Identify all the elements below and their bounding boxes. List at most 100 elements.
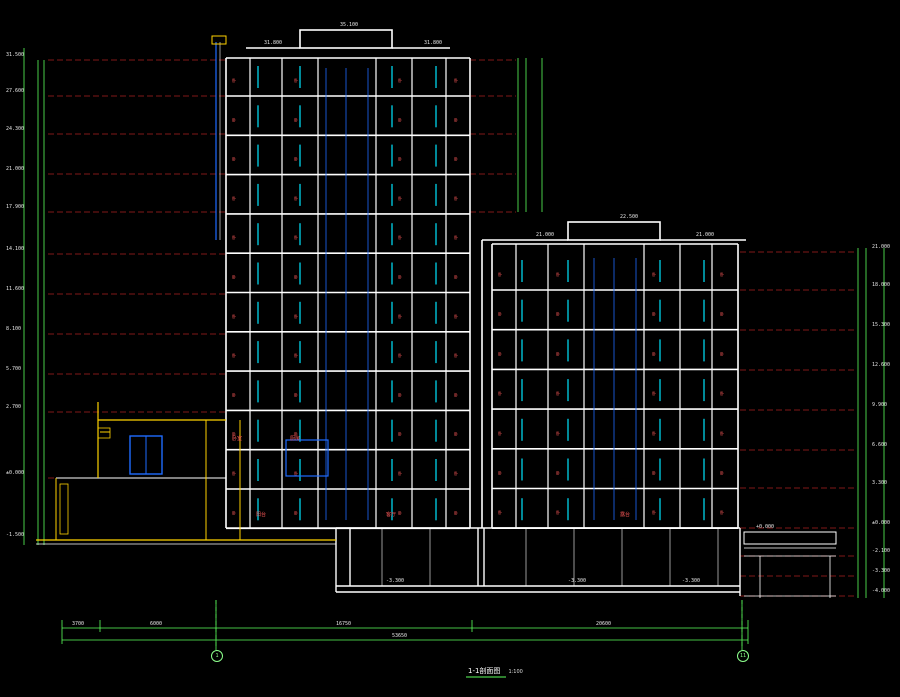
tower-room-tag: 卧 <box>398 77 402 83</box>
left-podium <box>36 402 336 545</box>
left-dimension-chain <box>23 48 45 545</box>
tower-room-tag: 卧 <box>398 234 402 240</box>
tower-room-tag: 卧 <box>454 116 458 122</box>
left-elevation-label: 2.700 <box>6 404 22 410</box>
tower-room-tag: 卧 <box>398 313 402 319</box>
low-room-tag: 卧 <box>498 350 502 356</box>
basement-level-1: -3.300 <box>386 578 405 584</box>
axis-lines <box>215 600 743 648</box>
low-room-tag: 卧 <box>720 509 724 515</box>
bottom-dimension-segment: 16750 <box>336 621 352 627</box>
basement-level-3: -3.300 <box>682 578 701 584</box>
low-room-tag: 卧 <box>498 470 502 476</box>
low-room-tag: 卧 <box>720 311 724 317</box>
low-room-tag: 卧 <box>720 390 724 396</box>
right-elevation-label: 15.300 <box>872 322 891 328</box>
tower-room-tag: 卧 <box>454 352 458 358</box>
tower-room-tag: 卧 <box>232 313 236 319</box>
right-parapet-label: 31.800 <box>424 40 443 46</box>
tower-room-tag: 卧 <box>232 509 236 515</box>
low-room-tag: 卧 <box>556 350 560 356</box>
low-left-parapet-label: 21.000 <box>536 232 555 238</box>
right-elevation-label: ±0.000 <box>872 520 891 526</box>
bottom-dimension-segment: 6000 <box>150 621 163 627</box>
low-room-tag: 卧 <box>652 470 656 476</box>
room-label-2: 厨房 <box>290 436 301 442</box>
drawing-scale: 1:100 <box>508 669 523 675</box>
right-elevation-label: 12.600 <box>872 362 891 368</box>
right-elevation-label: 3.300 <box>872 480 888 486</box>
low-right-parapet-label: 21.000 <box>696 232 715 238</box>
tower-room-tag: 卧 <box>232 431 236 437</box>
right-elevation-label: -3.300 <box>872 568 891 574</box>
right-elevation-label: 6.600 <box>872 442 888 448</box>
bottom-dimension-total: 53650 <box>392 633 408 639</box>
tower-room-tag: 卧 <box>294 274 298 280</box>
tower-room-tag: 卧 <box>232 156 236 162</box>
left-elevation-label: 31.500 <box>6 52 25 58</box>
tower-room-tag: 卧 <box>294 195 298 201</box>
low-room-tag: 卧 <box>556 430 560 436</box>
tower-room-tag: 卧 <box>232 116 236 122</box>
tower-room-tag: 卧 <box>294 156 298 162</box>
tall-tower: 卧卧卧卧卧卧卧卧卧卧卧卧卧卧卧卧卧卧卧卧卧卧卧卧卧卧卧卧卧卧卧卧卧卧卧卧卧卧卧卧… <box>211 29 471 530</box>
elevator-core <box>325 68 369 520</box>
roof-pipe <box>211 35 227 240</box>
left-elevation-label: 8.100 <box>6 326 22 332</box>
low-room-tag: 卧 <box>556 271 560 277</box>
bottom-dimension-segment: 3700 <box>72 621 85 627</box>
shed-level-label: +0.000 <box>756 524 775 530</box>
tower-room-tag: 卧 <box>232 352 236 358</box>
basement-level-2: -3.300 <box>568 578 587 584</box>
tower-room-tag: 卧 <box>232 77 236 83</box>
left-elevation-label: 14.100 <box>6 246 25 252</box>
low-room-tag: 卧 <box>652 430 656 436</box>
low-room-tag: 卧 <box>556 311 560 317</box>
tower-room-tag: 卧 <box>454 156 458 162</box>
tower-room-tag: 卧 <box>454 195 458 201</box>
tower-room-tag: 卧 <box>398 509 402 515</box>
bottom-dimension-segment: 20600 <box>596 621 612 627</box>
tower-room-tag: 卧 <box>294 509 298 515</box>
low-room-tag: 卧 <box>652 350 656 356</box>
low-room-tag: 卧 <box>498 311 502 317</box>
left-elevation-label: 27.600 <box>6 88 25 94</box>
drawing-title-text: 1-1剖面图 <box>468 667 501 675</box>
tower-room-tag: 卧 <box>232 195 236 201</box>
room-label-4: 客厅 <box>386 512 397 518</box>
title-underline <box>466 676 506 678</box>
right-elevation-label: -4.000 <box>872 588 891 594</box>
tower-room-tag: 卧 <box>294 391 298 397</box>
right-elevation-label: 21.000 <box>872 244 891 250</box>
left-elevation-label: 11.600 <box>6 286 25 292</box>
tower-room-tag: 卧 <box>294 470 298 476</box>
tower-room-tag: 卧 <box>398 156 402 162</box>
tower-room-tag: 卧 <box>232 391 236 397</box>
axis-bubble-11: 11 <box>737 650 749 662</box>
tower-room-tag: 卧 <box>398 391 402 397</box>
low-room-tag: 卧 <box>652 311 656 317</box>
tower-room-tag: 卧 <box>294 352 298 358</box>
low-room-tag: 卧 <box>720 350 724 356</box>
tower-room-tag: 卧 <box>454 313 458 319</box>
left-elevation-label: 21.000 <box>6 166 25 172</box>
low-room-tag: 卧 <box>652 509 656 515</box>
left-elevation-label: ±0.000 <box>6 470 25 476</box>
low-roof-label: 22.500 <box>620 214 639 220</box>
right-elevation-label: -2.100 <box>872 548 891 554</box>
left-parapet-label: 31.800 <box>264 40 283 46</box>
tower-room-tag: 卧 <box>454 274 458 280</box>
low-room-tag: 卧 <box>720 470 724 476</box>
tower-room-tag: 卧 <box>454 391 458 397</box>
tower-right-dimension-chain <box>517 58 543 212</box>
tower-room-tag: 卧 <box>454 509 458 515</box>
axis-bubble-1: 1 <box>211 650 223 662</box>
left-elevation-label: 17.900 <box>6 204 25 210</box>
right-dimension-chain <box>857 248 885 598</box>
low-room-tag: 卧 <box>556 509 560 515</box>
low-room-tag: 卧 <box>556 470 560 476</box>
tower-room-tag: 卧 <box>454 431 458 437</box>
tower-room-tag: 卧 <box>454 77 458 83</box>
basement <box>335 527 741 596</box>
